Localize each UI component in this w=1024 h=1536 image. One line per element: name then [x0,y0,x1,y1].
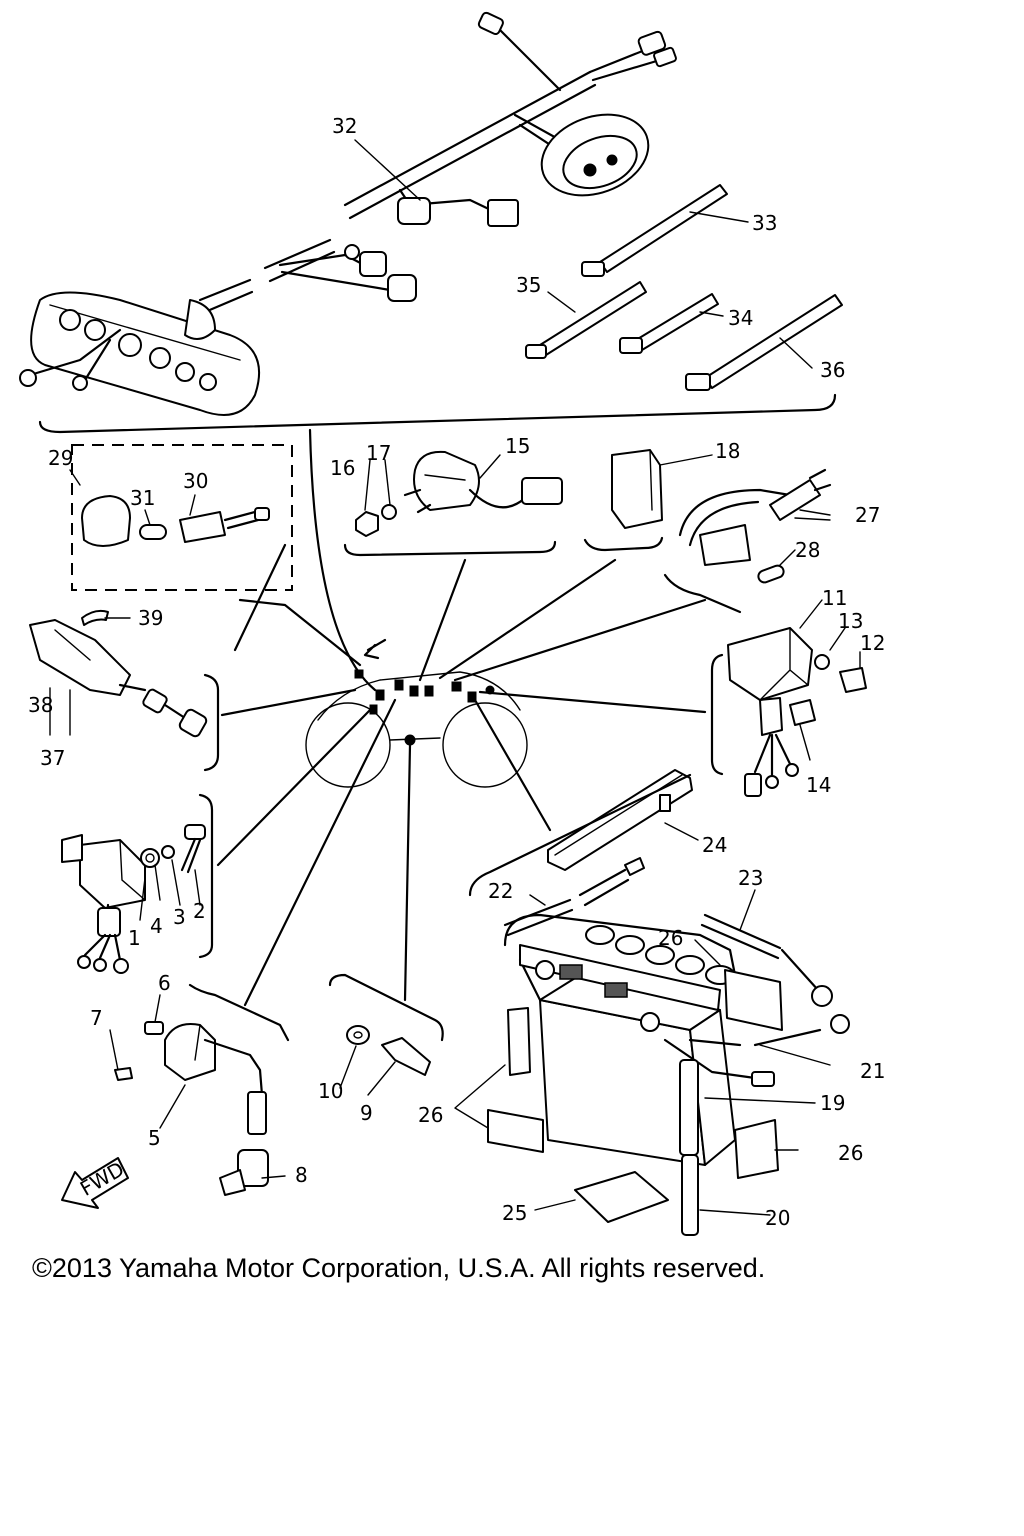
copyright-notice: ©2013 Yamaha Motor Corporation, U.S.A. A… [32,1253,766,1283]
parts-diagram: FWD [19,11,885,1236]
callout-20: 20 [765,1206,790,1230]
callout-23: 23 [738,866,763,890]
neutral-switch [328,973,444,1076]
callout-26c: 26 [838,1141,863,1165]
callout-18: 18 [715,439,740,463]
callout-7: 7 [90,1006,103,1030]
callout-4: 4 [150,914,163,938]
callout-26b: 26 [418,1103,443,1127]
callout-8: 8 [295,1163,308,1187]
callout-29: 29 [48,446,73,470]
callout-37: 37 [40,746,65,770]
callout-9: 9 [360,1101,373,1125]
callout-11: 11 [822,586,847,610]
battery-assembly [468,769,850,1236]
wire-harness [19,11,677,416]
callout-24: 24 [702,833,727,857]
callout-28: 28 [795,538,820,562]
callout-numbers: 1 2 3 4 5 6 7 8 9 10 11 12 13 14 15 16 1… [28,114,885,1230]
callout-21: 21 [860,1059,885,1083]
regulator [710,627,867,797]
callout-6: 6 [158,971,171,995]
battery-cells [559,925,735,998]
callout-34: 34 [728,306,753,330]
callout-13: 13 [838,609,863,633]
callout-39: 39 [138,606,163,630]
fuse-box [583,449,664,552]
callout-5: 5 [148,1126,161,1150]
callout-15: 15 [505,434,530,458]
cdi-unit [61,793,214,974]
callout-1: 1 [128,926,141,950]
group-bracket-top [38,393,837,434]
callout-35: 35 [516,273,541,297]
callout-27: 27 [855,503,880,527]
callout-31: 31 [130,486,155,510]
callout-10: 10 [318,1079,343,1103]
indicator-group [71,444,293,591]
main-switch [29,609,220,772]
callout-38: 38 [28,693,53,717]
callout-30: 30 [183,469,208,493]
callout-17: 17 [366,441,391,465]
leader-lines [216,428,707,1007]
callout-33: 33 [752,211,777,235]
cable-ties [525,184,843,391]
callout-36: 36 [820,358,845,382]
callout-32: 32 [332,114,357,138]
callout-2: 2 [193,899,206,923]
vehicle-outline [305,638,528,788]
callout-26a: 26 [658,926,683,950]
callout-3: 3 [173,905,186,929]
starter-relay [343,450,563,557]
callout-16: 16 [330,456,355,480]
callout-14: 14 [806,773,831,797]
callout-25: 25 [502,1201,527,1225]
fwd-arrow: FWD [61,1157,129,1209]
callout-12: 12 [860,631,885,655]
ignition-coil [114,983,290,1196]
fuel-switch [663,468,832,614]
callout-leaders [49,139,861,1216]
callout-19: 19 [820,1091,845,1115]
callout-22: 22 [488,879,513,903]
